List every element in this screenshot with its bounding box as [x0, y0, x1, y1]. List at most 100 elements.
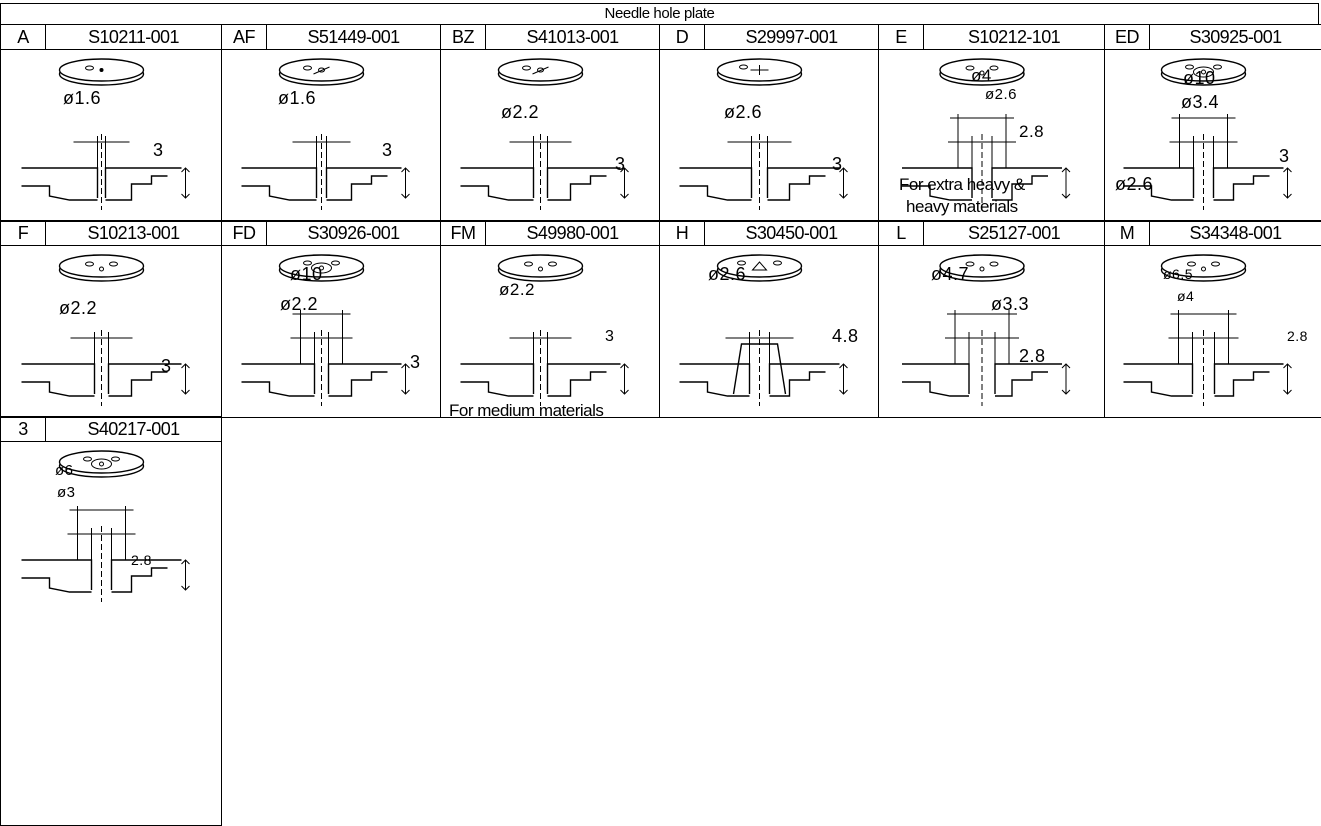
dimension-label: ø2.2	[499, 280, 536, 299]
plate-code: FM	[441, 221, 486, 245]
material-note: For medium materials	[449, 400, 604, 422]
plate-drawing	[679, 58, 848, 210]
plate-part-number: S34348-001	[1189, 223, 1282, 243]
plate-header: A S10211-001	[1, 25, 221, 50]
plate-code: A	[1, 25, 46, 49]
material-note-line: For extra heavy &	[899, 175, 1025, 194]
dimension-label: 3	[615, 154, 626, 174]
table-heading: Needle hole plate	[0, 3, 1319, 24]
dimension-label: ø2.6	[1115, 174, 1154, 194]
plate-header: E S10212-101	[879, 25, 1104, 50]
dimension-label: ø1.6	[63, 88, 102, 108]
plate-code: ED	[1105, 25, 1150, 49]
material-note-line: heavy materials	[906, 197, 1018, 216]
dimension-label: ø3	[57, 484, 76, 501]
plate-code: E	[879, 25, 924, 49]
dimension-label: 2.8	[1019, 346, 1046, 366]
dimension-label: 2.8	[1287, 328, 1308, 344]
plate-part-number: S49980-001	[526, 223, 619, 243]
plate-code: L	[879, 221, 924, 245]
dimension-label: ø3.3	[991, 294, 1030, 314]
plate-header: H S30450-001	[660, 221, 878, 246]
plate-cell-af: AF S51449-001 ø1.6 3	[221, 24, 441, 222]
plate-part-number: S30926-001	[307, 223, 400, 243]
dimension-label: 3	[382, 140, 393, 160]
plate-drawing	[241, 254, 410, 406]
plate-drawing	[1123, 254, 1292, 406]
plate-part-number: S10212-101	[967, 27, 1061, 47]
plate-diagram: ø1.6 3	[1, 50, 221, 221]
material-note-line: For medium materials	[449, 401, 604, 420]
plate-drawing	[21, 450, 190, 602]
material-note: For extra heavy & heavy materials	[899, 174, 1025, 218]
dimension-label: ø10	[290, 264, 323, 284]
plate-cell-l: L S25127-001 ø4.7 ø3.3 2.8	[878, 220, 1105, 418]
plate-drawing	[902, 58, 1071, 210]
plate-part-number: S29997-001	[745, 27, 838, 47]
plate-part-number: S41013-001	[526, 27, 619, 47]
plate-part-number: S30450-001	[745, 223, 838, 243]
plate-drawing	[21, 58, 190, 210]
plate-drawing	[679, 254, 848, 406]
dimension-label: ø4.7	[931, 264, 970, 284]
dimension-label: ø4	[971, 66, 992, 85]
plate-header: AF S51449-001	[222, 25, 440, 50]
plate-code: FD	[222, 221, 267, 245]
dimension-label: 3	[153, 140, 164, 160]
dimension-label: 3	[1279, 146, 1290, 166]
plate-part-number: S10211-001	[88, 27, 179, 47]
plate-cell-m: M S34348-001 ø6.5 ø4 2.8	[1104, 220, 1321, 418]
plate-drawing	[241, 58, 410, 210]
plate-header: FM S49980-001	[441, 221, 659, 246]
plate-header: FD S30926-001	[222, 221, 440, 246]
dimension-label: ø2.2	[501, 102, 540, 122]
plate-header: D S29997-001	[660, 25, 878, 50]
plate-drawing	[21, 254, 190, 406]
dimension-label: 3	[605, 328, 615, 345]
dimension-label: ø4	[1177, 288, 1195, 304]
dimension-label: ø2.2	[280, 294, 319, 314]
plate-code: AF	[222, 25, 267, 49]
dimension-label: ø10	[1183, 68, 1216, 88]
plate-code: H	[660, 221, 705, 245]
plate-header: L S25127-001	[879, 221, 1104, 246]
dimension-label: 2.8	[131, 552, 152, 568]
dimension-label: 2.8	[1019, 122, 1045, 141]
plate-header: F S10213-001	[1, 221, 221, 246]
dimension-label: ø1.6	[278, 88, 317, 108]
plate-drawing	[902, 254, 1071, 406]
plate-drawing	[1123, 58, 1292, 210]
dimension-label: ø2.6	[985, 86, 1018, 103]
plate-part-number: S51449-001	[307, 27, 400, 47]
plate-code: 3	[1, 417, 46, 441]
plate-cell-a: A S10211-001 ø1.6 3	[0, 24, 222, 222]
plate-code: F	[1, 221, 46, 245]
plate-diagram: ø1.6 3	[222, 50, 440, 221]
plate-drawing	[460, 254, 629, 406]
plate-part-number: S10213-001	[87, 223, 180, 243]
dimension-label: 3	[832, 154, 843, 174]
plate-code: D	[660, 25, 705, 49]
plate-header: M S34348-001	[1105, 221, 1321, 246]
plate-part-number: S25127-001	[967, 223, 1061, 243]
dimension-label: ø6.5	[1163, 266, 1194, 282]
plate-code: M	[1105, 221, 1150, 245]
